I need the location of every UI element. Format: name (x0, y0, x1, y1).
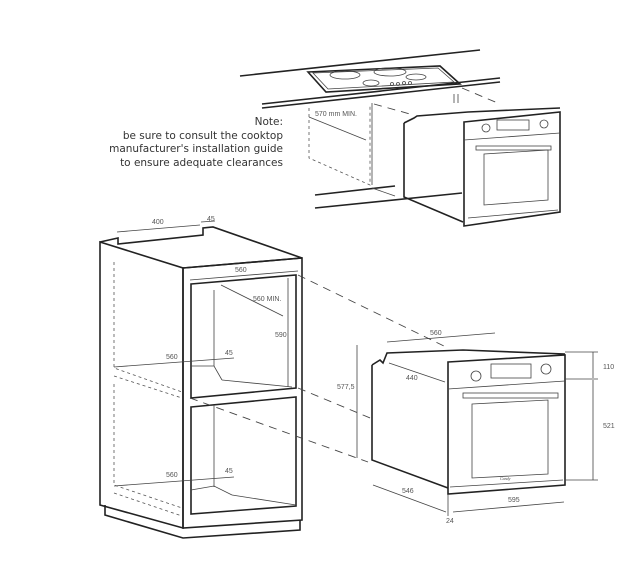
dim-top-depth: 400 (152, 219, 164, 226)
brand-logo: Candy (500, 476, 511, 481)
dim-body-depth: 546 (402, 488, 414, 495)
dim-front-thickness: 24 (446, 518, 454, 525)
dim-shelf-gap-lower: 45 (225, 468, 233, 475)
note-line: be sure to consult the cooktop (122, 129, 283, 142)
dim-shelf-depth-lower: 560 (166, 472, 178, 479)
note-line: manufacturer's installation guide (109, 143, 283, 155)
dim-opening-depth-min: 560 MIN. (253, 296, 281, 303)
cabinet: 400 45 560 560 MIN. 590 560 45 560 45 (99, 216, 303, 539)
dim-oven-side-depth: 440 (406, 375, 418, 382)
dim-oven-top-width: 560 (430, 330, 442, 337)
dim-niche-height: 577,5 (337, 384, 355, 391)
dim-shelf-gap-upper: 45 (225, 350, 233, 357)
note-title: Note: (254, 116, 283, 128)
dim-opening-width: 560 (235, 267, 247, 274)
note-line: to ensure adequate clearances (120, 156, 283, 169)
dim-opening-height: 590 (275, 332, 287, 339)
installation-note: Note: be sure to consult the cooktop man… (109, 116, 283, 170)
dim-front-width: 595 (508, 497, 520, 504)
dim-door-height: 521 (603, 423, 615, 430)
dim-top-gap: 45 (207, 216, 215, 223)
clearance-label: 570 mm MIN. (315, 111, 357, 118)
oven-large: Candy 560 440 110 521 546 595 24 (371, 330, 615, 525)
dim-panel-height: 110 (603, 364, 614, 371)
countertop-scene: 570 mm MIN. (239, 49, 561, 227)
cooktop-hob (306, 65, 462, 93)
oven-small (403, 107, 561, 227)
dim-shelf-depth-upper: 560 (166, 354, 178, 361)
